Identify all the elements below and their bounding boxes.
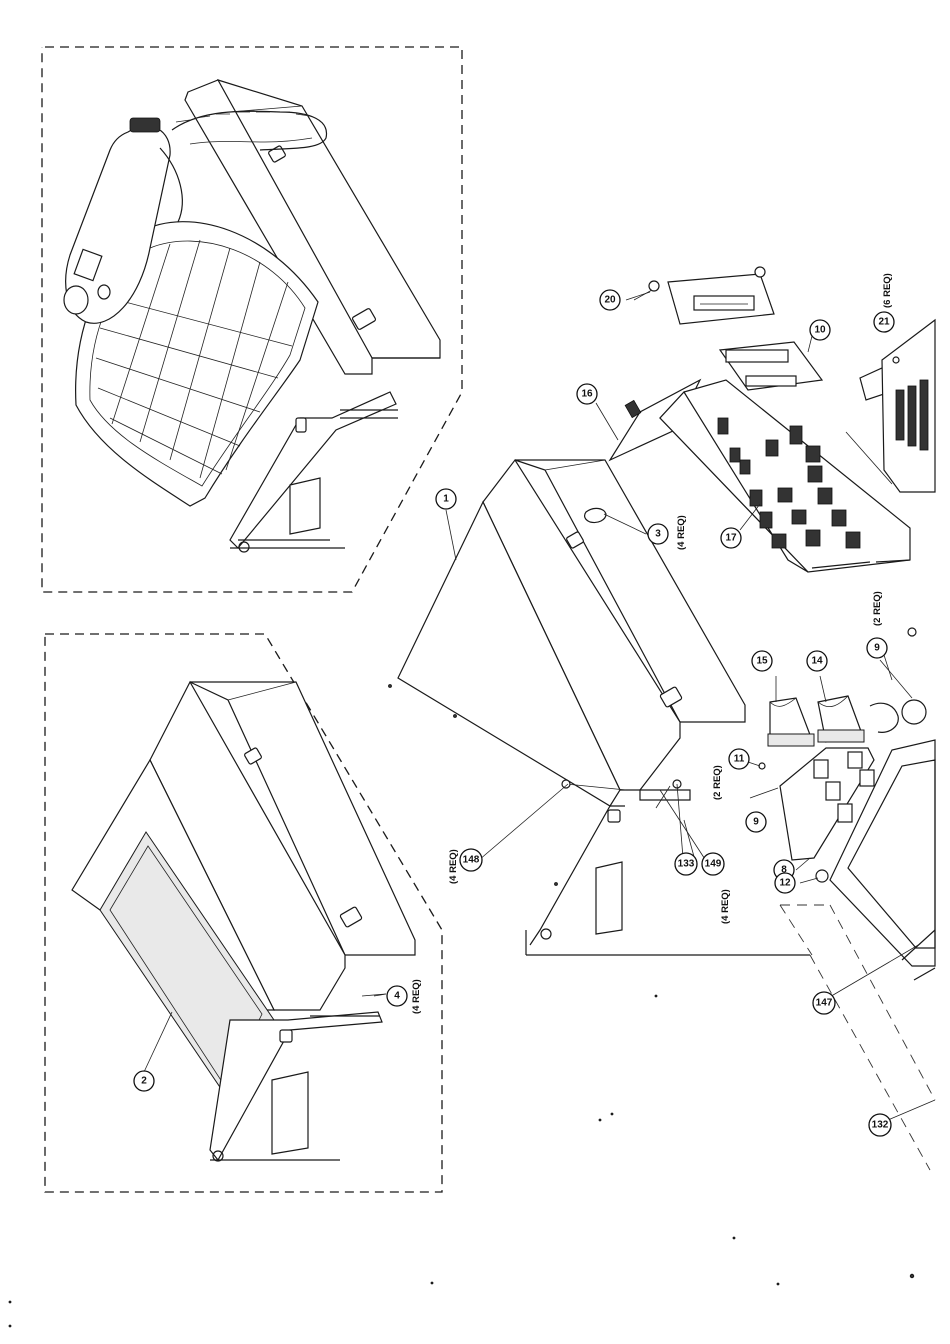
qty-note-3: (4 REQ) (676, 515, 687, 550)
edge-card-20 (634, 267, 774, 324)
callout-14-label: 14 (811, 656, 823, 667)
callout-132-label: 132 (872, 1120, 889, 1131)
detail-panel-cover (45, 634, 442, 1192)
callout-17-label: 17 (725, 533, 737, 544)
qty-note-149: (4 REQ) (720, 889, 731, 924)
qty-note-4: (4 REQ) (411, 979, 422, 1014)
callout-20-label: 20 (604, 295, 616, 306)
callout-1: 1 (436, 489, 456, 509)
callout-12-label: 12 (779, 878, 791, 889)
qty-note-21: (6 REQ) (882, 273, 893, 308)
main-cover (398, 460, 745, 806)
main-circuit-board (660, 368, 910, 572)
callout-4-label: 4 (394, 991, 400, 1002)
callout-149: 149 (702, 853, 724, 875)
qty-note-11: (2 REQ) (712, 765, 723, 800)
callout-15: 15 (752, 651, 772, 671)
connector-board (720, 342, 822, 390)
callout-147: 147 (813, 992, 835, 1014)
callout-21-label: 21 (878, 317, 890, 328)
callout-147-label: 147 (816, 998, 833, 1009)
chassis-rails-cover-view (210, 1012, 382, 1161)
callout-11-label: 11 (734, 754, 745, 765)
callout-3: 3 (648, 524, 668, 544)
callout-9-upper: 9 (867, 638, 887, 658)
qty-note-9: (2 REQ) (872, 591, 883, 626)
callout-20: 20 (600, 290, 620, 310)
callout-10: 10 (810, 320, 830, 340)
callout-133-label: 133 (678, 859, 695, 870)
callout-1-label: 1 (443, 494, 449, 505)
enclosure-box-cover-view (72, 682, 415, 1010)
callout-149-label: 149 (705, 859, 722, 870)
callout-11: 11 (729, 749, 749, 769)
callout-9-upper-label: 9 (874, 643, 880, 654)
detail-panel-handset (42, 47, 462, 592)
callout-148-label: 148 (463, 855, 480, 866)
qty-note-148: (4 REQ) (448, 849, 459, 884)
callout-16: 16 (577, 384, 597, 404)
rear-connector-assembly (882, 320, 935, 492)
callout-3-label: 3 (655, 529, 661, 540)
callout-133: 133 (675, 853, 697, 875)
callout-132: 132 (869, 1114, 891, 1136)
callout-9-lower: 9 (746, 812, 766, 832)
callout-2: 2 (134, 1071, 154, 1091)
callout-9-lower-label: 9 (753, 817, 759, 828)
callout-16-label: 16 (581, 389, 593, 400)
callout-15-label: 15 (756, 656, 768, 667)
callout-2-label: 2 (141, 1076, 147, 1087)
callout-4: 4 (387, 986, 407, 1006)
callout-14: 14 (807, 651, 827, 671)
callout-148: 148 (460, 849, 482, 871)
ribbon-cables (768, 696, 864, 746)
callout-17: 17 (721, 528, 741, 548)
callout-10-label: 10 (814, 325, 826, 336)
callout-12: 12 (775, 873, 795, 893)
callout-21: 21 (874, 312, 894, 332)
